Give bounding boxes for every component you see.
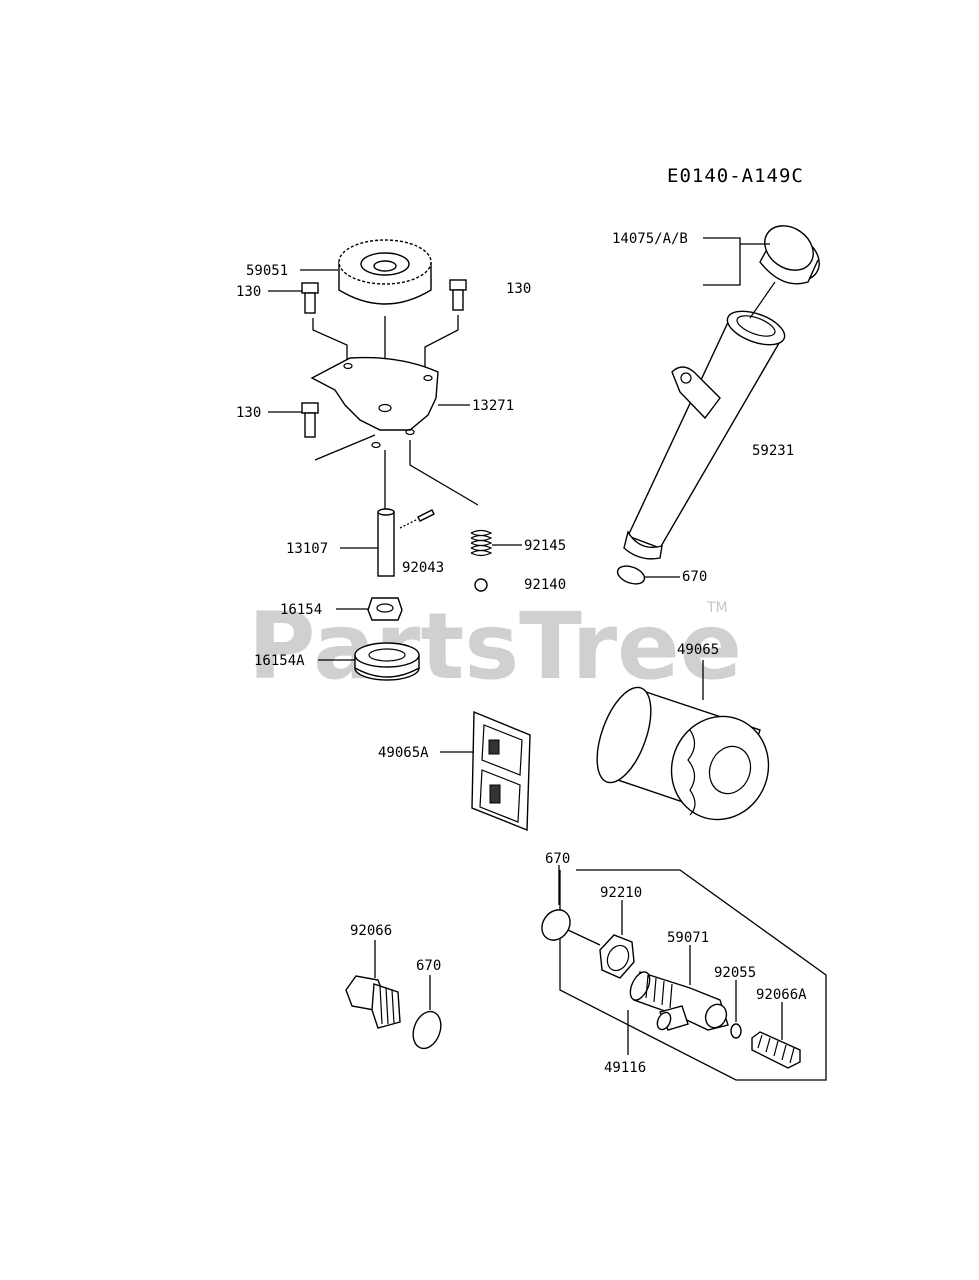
oil-filter-49065[interactable]	[586, 680, 783, 833]
plug-92066A[interactable]	[751, 1031, 801, 1069]
label-13271[interactable]: 13271	[472, 398, 514, 414]
watermark-trademark: TM	[706, 600, 728, 616]
ball-92140[interactable]	[474, 578, 488, 592]
plate-13271[interactable]	[310, 356, 439, 449]
bolt-130-lower[interactable]	[301, 402, 319, 438]
o-ring-670-drain[interactable]	[408, 1008, 445, 1053]
o-ring-670-tube[interactable]	[615, 563, 647, 588]
label-92210[interactable]: 92210	[600, 885, 642, 901]
screen-49065A[interactable]	[471, 710, 531, 832]
label-92066A[interactable]: 92066A	[756, 987, 807, 1003]
leader-bracket	[703, 237, 741, 286]
leader-line	[312, 318, 348, 360]
shaft-13107[interactable]	[377, 508, 395, 577]
label-670-c[interactable]: 670	[416, 958, 441, 974]
bolt-130-left[interactable]	[301, 282, 319, 314]
label-13107[interactable]: 13107	[286, 541, 328, 557]
assembly-outline	[559, 869, 827, 1081]
label-49065A[interactable]: 49065A	[378, 745, 429, 761]
leader-line	[314, 434, 376, 461]
leader-line	[409, 440, 479, 506]
nut-92210[interactable]	[599, 934, 635, 979]
label-59231[interactable]: 59231	[752, 443, 794, 459]
fitting-59071[interactable]	[626, 969, 730, 1032]
oil-cap-14075[interactable]	[756, 217, 828, 290]
oil-tube-59231[interactable]	[623, 281, 789, 560]
label-16154[interactable]: 16154	[280, 602, 322, 618]
label-59051[interactable]: 59051	[246, 263, 288, 279]
o-ring-92055[interactable]	[730, 1023, 742, 1039]
leader-line	[424, 315, 459, 375]
watermark-text: PartsTree	[248, 593, 742, 700]
label-130-a[interactable]: 130	[236, 284, 261, 300]
label-92145[interactable]: 92145	[524, 538, 566, 554]
o-ring-670-assembly[interactable]	[536, 904, 576, 945]
label-92066[interactable]: 92066	[350, 923, 392, 939]
label-670-b[interactable]: 670	[545, 851, 570, 867]
leader-line	[567, 929, 601, 946]
rotor-16154[interactable]	[367, 597, 403, 621]
label-92055[interactable]: 92055	[714, 965, 756, 981]
spring-92145[interactable]	[470, 529, 493, 557]
label-670-a[interactable]: 670	[682, 569, 707, 585]
label-130-b[interactable]: 130	[506, 281, 531, 297]
leader-line	[399, 518, 419, 529]
gear-59051[interactable]	[338, 239, 432, 305]
label-92140[interactable]: 92140	[524, 577, 566, 593]
label-14075[interactable]: 14075/A/B	[612, 231, 688, 247]
label-59071[interactable]: 59071	[667, 930, 709, 946]
pin-92043[interactable]	[417, 509, 435, 522]
label-92043[interactable]: 92043	[402, 560, 444, 576]
drain-plug-92066[interactable]	[345, 975, 401, 1029]
diagram-code: E0140-A149C	[667, 165, 804, 187]
label-49116[interactable]: 49116	[604, 1060, 646, 1076]
label-130-c[interactable]: 130	[236, 405, 261, 421]
bolt-130-right[interactable]	[449, 279, 467, 311]
rotor-16154A[interactable]	[354, 642, 420, 681]
label-49065[interactable]: 49065	[677, 642, 719, 658]
label-16154A[interactable]: 16154A	[254, 653, 305, 669]
